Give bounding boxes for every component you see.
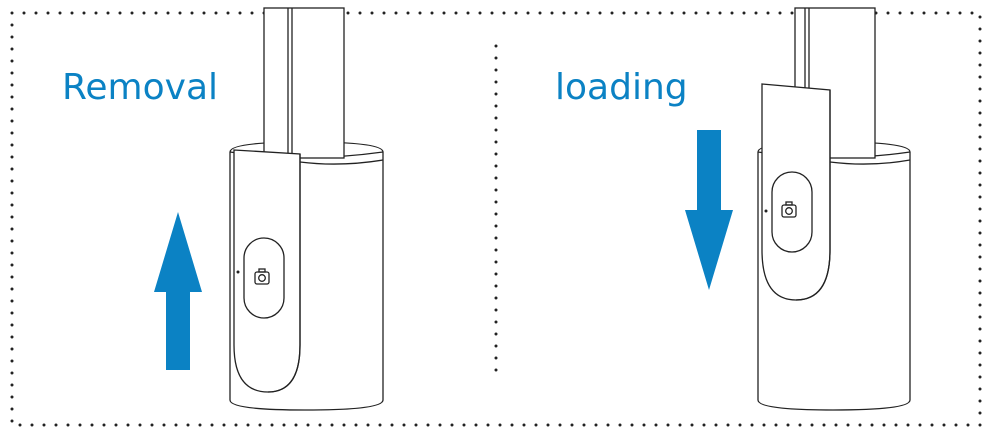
device-loading: [757, 7, 911, 411]
device-removal: [229, 7, 384, 411]
indicator-dot: [236, 270, 240, 274]
device-body-inner-rim: [299, 159, 384, 165]
arrow-down-icon: [685, 130, 733, 290]
front-panel-edge: [267, 154, 301, 393]
film-sheet: [263, 7, 345, 159]
arrow-up-icon: [154, 212, 202, 370]
device-body-inner-rim: [829, 159, 911, 165]
indicator-dot: [764, 209, 768, 213]
camera-icon: [254, 268, 270, 285]
front-panel-edge: [795, 90, 831, 301]
removal-label: Removal: [62, 67, 219, 108]
loading-label: loading: [555, 67, 688, 108]
shutter-button: [243, 237, 285, 319]
camera-icon: [781, 201, 797, 218]
